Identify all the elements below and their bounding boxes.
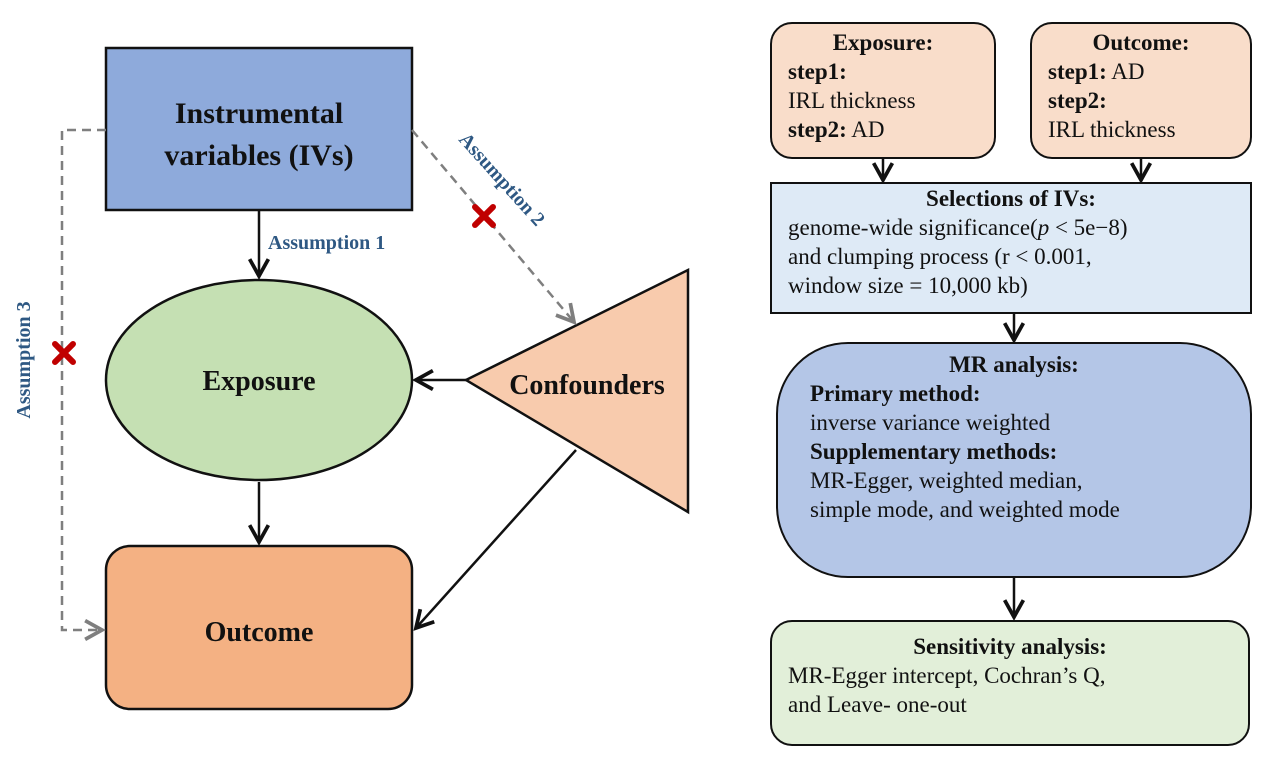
confounders-label: Confounders	[509, 370, 665, 401]
arrow-confounders-to-outcome	[416, 449, 577, 628]
mr-primary-label: Primary method:	[810, 381, 981, 406]
outcome-step1-value: AD	[1106, 59, 1145, 84]
outcome-box-title: Outcome:	[1092, 30, 1190, 55]
mr-analysis-box: MR analysis: Primary method: inverse var…	[776, 342, 1252, 578]
outcome-step2-value: IRL thickness	[1048, 117, 1176, 142]
sensitivity-analysis-box: Sensitivity analysis: MR-Egger intercept…	[770, 620, 1250, 746]
exposure-ellipse	[104, 278, 414, 482]
mr-supp-label: Supplementary methods:	[810, 439, 1058, 464]
outcome-step-box: Outcome: step1: AD step2: IRL thickness	[1030, 22, 1252, 159]
selection-line3: window size = 10,000 kb)	[788, 273, 1028, 298]
exposure-step2-value: AD	[846, 117, 885, 142]
selection-line2: and clumping process (r < 0.001,	[788, 244, 1092, 269]
mr-primary-value: inverse variance weighted	[810, 410, 1051, 435]
selection-of-ivs-box: Selections of IVs: genome-wide significa…	[770, 182, 1252, 314]
confounders-triangle	[463, 267, 690, 515]
sensitivity-box-title: Sensitivity analysis:	[913, 634, 1107, 659]
ivs-label-line1: Instrumental	[175, 97, 343, 130]
outcome-box	[104, 544, 414, 711]
cross-icon-assumption3	[52, 341, 76, 365]
outcome-step2-label: step2:	[1048, 88, 1107, 113]
selection-box-title: Selections of IVs:	[926, 186, 1096, 211]
ivs-box	[104, 46, 414, 212]
selection-line1-pre: genome-wide significance(	[788, 215, 1038, 240]
sensitivity-line1: MR-Egger intercept, Cochran’s Q,	[788, 663, 1106, 688]
mr-supp-line2: simple mode, and weighted mode	[810, 497, 1120, 522]
exposure-step1-value: IRL thickness	[788, 88, 916, 113]
cross-icon-assumption2	[472, 204, 496, 228]
assumption3-label: Assumption 3	[13, 301, 35, 418]
assumption2-label: Assumption 2	[454, 129, 549, 231]
exposure-step-box: Exposure: step1: IRL thickness step2: AD	[770, 22, 996, 159]
sensitivity-line2: and Leave- one-out	[788, 692, 967, 717]
selection-line1-post: < 5e−8)	[1049, 215, 1128, 240]
outcome-step1-label: step1:	[1048, 59, 1107, 84]
assumption1-label: Assumption 1	[268, 232, 385, 254]
mr-supp-line1: MR-Egger, weighted median,	[810, 468, 1083, 493]
ivs-label-line2: variables (IVs)	[164, 139, 353, 172]
outcome-label: Outcome	[205, 617, 314, 648]
exposure-step1-label: step1:	[788, 59, 847, 84]
dashed-arrow-ivs-to-outcome	[60, 128, 106, 630]
selection-line1-p: p	[1037, 215, 1050, 240]
exposure-step2-label: step2:	[788, 117, 847, 142]
exposure-label: Exposure	[202, 366, 315, 397]
exposure-box-title: Exposure:	[832, 30, 934, 55]
mr-box-title: MR analysis:	[949, 352, 1079, 377]
